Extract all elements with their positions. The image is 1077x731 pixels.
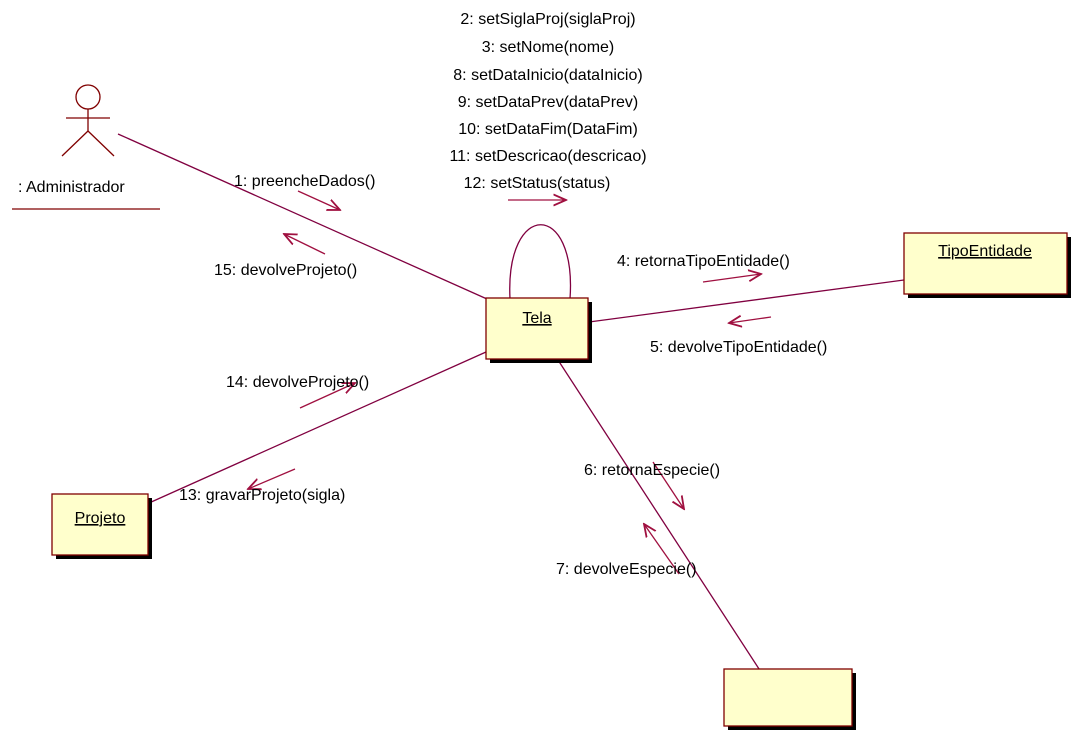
- self-message-labels: 2: setSiglaProj(siglaProj) 3: setNome(no…: [449, 11, 646, 192]
- actor-right-leg: [87, 130, 115, 157]
- self-message-label: 8: setDataInicio(dataInicio): [453, 67, 642, 84]
- arrow-m7: [644, 524, 680, 575]
- object-tela[interactable]: Tela: [485, 297, 592, 363]
- actor-left-leg: [61, 130, 89, 157]
- object-especieave[interactable]: [723, 668, 856, 730]
- self-message-label: 2: setSiglaProj(siglaProj): [460, 11, 635, 28]
- link-tela-tipoentidade: [588, 279, 905, 323]
- link-tela-especieave: [557, 359, 762, 673]
- self-message-label: 12: setStatus(status): [464, 175, 611, 192]
- object-tipoentidade-box: [903, 232, 1068, 295]
- link-tela-projeto: [148, 351, 487, 504]
- actor-head: [75, 84, 101, 110]
- message-label-m14: 14: devolveProjeto(): [226, 374, 369, 391]
- arrow-m13: [248, 468, 296, 489]
- message-label-m15: 15: devolveProjeto(): [214, 262, 357, 279]
- object-projeto-label: Projeto: [75, 510, 126, 527]
- arrow-m1: [297, 190, 340, 210]
- object-tela-box: [485, 297, 589, 360]
- self-message-label: 11: setDescricao(descricao): [449, 148, 646, 165]
- arrow-m6: [652, 461, 684, 509]
- actor-administrador[interactable]: : Administrador: [12, 84, 160, 210]
- actor-name: : Administrador: [18, 179, 125, 196]
- self-message-label: 3: setNome(nome): [482, 39, 615, 56]
- arrow-m14: [299, 383, 355, 409]
- object-projeto[interactable]: Projeto: [51, 493, 152, 559]
- object-especieave-box: [723, 668, 853, 727]
- message-label-m5: 5: devolveTipoEntidade(): [650, 339, 827, 356]
- message-label-m7: 7: devolveEspecie(): [556, 561, 697, 578]
- arrow-m5: [729, 317, 772, 323]
- object-tipoentidade-label: TipoEntidade: [938, 243, 1032, 260]
- message-label-m4: 4: retornaTipoEntidade(): [617, 253, 790, 270]
- link-tela-self: [509, 224, 572, 300]
- object-tipoentidade[interactable]: TipoEntidade: [903, 232, 1071, 298]
- message-label-m1: 1: preencheDados(): [234, 173, 375, 190]
- message-label-m6: 6: retornaEspecie(): [584, 462, 720, 479]
- self-message-label: 9: setDataPrev(dataPrev): [458, 94, 639, 111]
- arrow-m15: [284, 234, 326, 255]
- message-label-m13: 13: gravarProjeto(sigla): [179, 487, 345, 504]
- self-message-label: 10: setDataFim(DataFim): [458, 121, 638, 138]
- object-projeto-box: [51, 493, 149, 556]
- object-tela-label: Tela: [522, 310, 551, 327]
- arrow-m4: [702, 274, 761, 283]
- link-actor-tela: [117, 133, 488, 300]
